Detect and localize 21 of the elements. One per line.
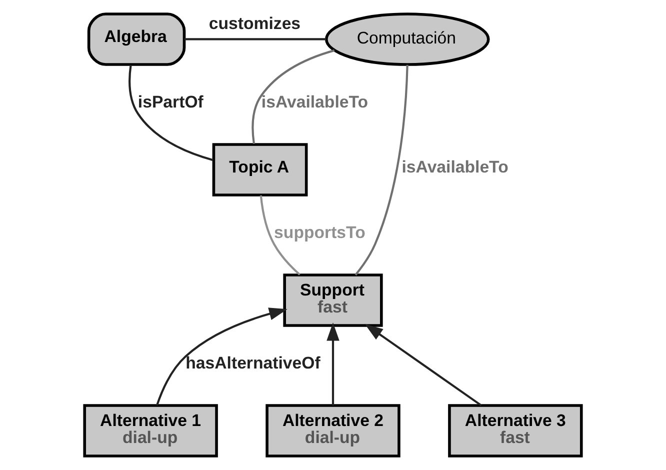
node-box: Algebra <box>87 12 186 66</box>
connector <box>354 64 408 276</box>
node-box: Alternative 3 fast <box>448 404 583 458</box>
edge-label: supportsTo <box>274 222 366 242</box>
connector <box>252 49 335 144</box>
arrow <box>156 308 288 406</box>
node-box: Alternative 2 dial-up <box>266 404 400 458</box>
arrow <box>364 324 482 406</box>
edge-label: hasAlternativeOf <box>186 353 320 372</box>
connector <box>128 64 214 162</box>
node-ellipse: Computación <box>324 12 490 66</box>
edge-label: isAvailableTo <box>261 92 368 112</box>
edge-label: isPartOf <box>138 92 204 112</box>
arrow <box>326 322 340 406</box>
connector <box>260 195 300 276</box>
node-box: Support fast <box>283 274 383 327</box>
node-box: Topic A <box>212 143 308 196</box>
edge-label: isAvailableTo <box>402 158 508 177</box>
edge-label: customizes <box>208 14 301 33</box>
node-box: Alternative 1 dial-up <box>83 404 218 458</box>
connector <box>184 38 326 40</box>
